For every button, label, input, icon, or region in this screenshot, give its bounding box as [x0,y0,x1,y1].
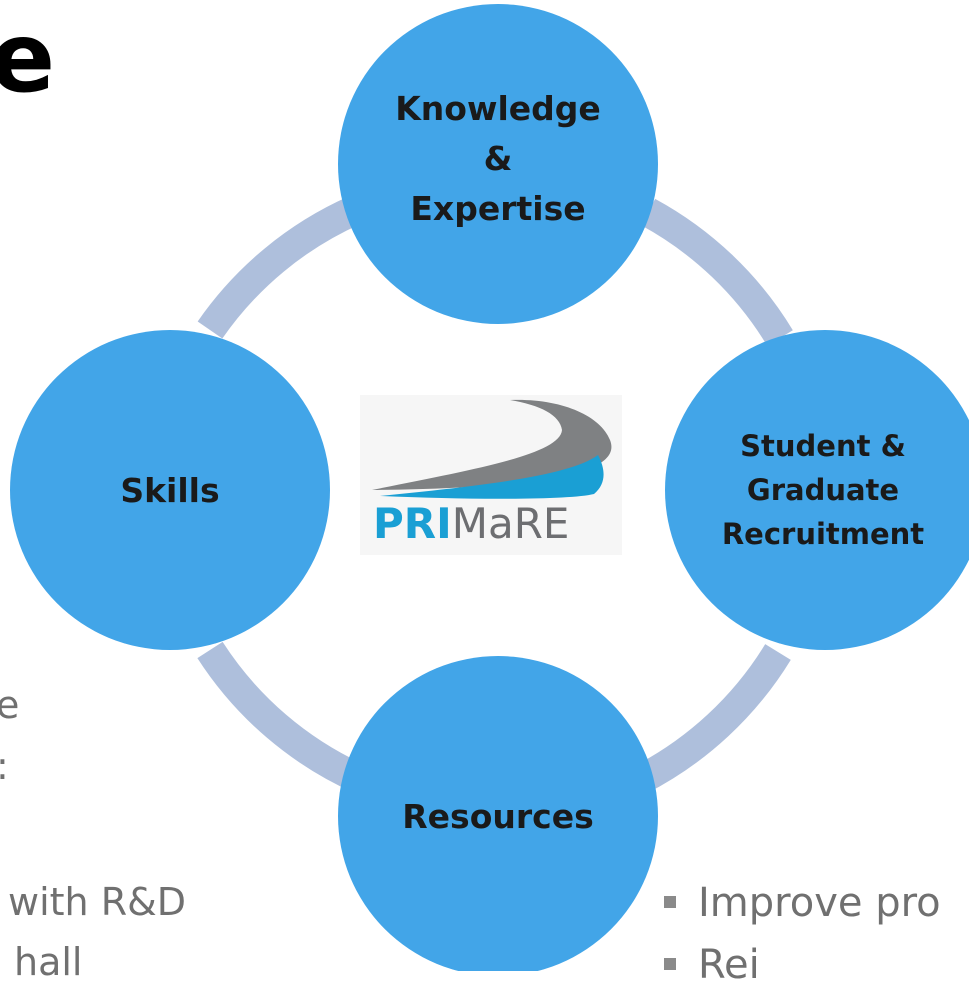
connector-top-right [640,198,793,346]
left-fragment-1: e [0,683,20,727]
primare-logo: PRIMaRE [360,395,622,555]
node-top-line-1: Knowledge [395,89,601,128]
right-fragment-2: Rei [698,942,760,988]
logo-text-primary: PRI [373,499,452,548]
node-top-line-3: Expertise [410,189,585,228]
cycle-connectors [197,196,793,794]
logo-text-secondary: MaRE [452,499,570,548]
logo-swoosh-gray [372,399,612,490]
logo-wordmark: PRIMaRE [373,499,569,548]
node-bottom-line-1: Resources [402,797,593,836]
node-left-line-1: Skills [120,471,219,510]
node-right-line-3: Recruitment [722,517,924,551]
node-resources: Resources [338,656,658,971]
bullet-square-icon [664,958,676,970]
logo-swoosh-blue [380,455,604,499]
bullet-square-icon [664,896,676,908]
right-fragment-1: Improve pro [698,880,941,926]
node-student-graduate-recruitment: Student & Graduate Recruitment [665,330,969,650]
node-skills: Skills [10,330,330,650]
connector-top-left [197,196,362,339]
left-fragment-3: with R&D [8,880,186,924]
left-fragment-4: hall [14,940,83,984]
connector-bottom-left [197,641,369,794]
connector-bottom-right [633,644,791,794]
right-bullet-1: Improve pro [664,880,941,926]
node-right-line-2: Graduate [747,473,899,507]
node-knowledge-expertise: Knowledge & Expertise [338,4,658,324]
node-right-line-1: Student & [740,429,906,463]
right-bullet-2: Rei [664,942,760,988]
node-top-line-2: & [484,139,513,178]
left-fragment-2: : [0,744,9,788]
heading-fragment: e [0,2,56,114]
